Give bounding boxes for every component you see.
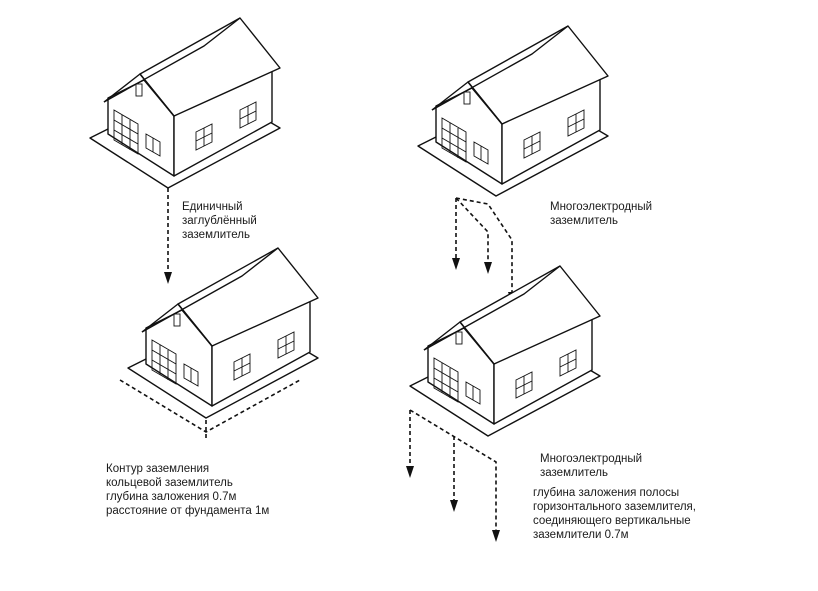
house-ring [127, 247, 319, 419]
electrode-single [164, 188, 172, 284]
label-line: заземлитель [550, 215, 618, 227]
house-multi-strip [409, 265, 601, 437]
label-ring: Контур заземления кольцевой заземлитель … [106, 462, 269, 518]
label-multi: Многоэлектродный заземлитель [550, 200, 652, 228]
label-multi-strip: Многоэлектродный заземлитель [540, 452, 642, 480]
ring-contour [119, 379, 301, 440]
note-line: соединяющего вертикальные [533, 515, 691, 527]
label-line: заземлитель [182, 229, 250, 241]
label-line: Единичный [182, 201, 243, 213]
house-single [89, 17, 281, 189]
label-line: Контур заземления [106, 463, 210, 475]
electrodes-multi-strip [406, 409, 500, 542]
label-line: заземлитель [540, 467, 608, 479]
note-multi-strip: глубина заложения полосы горизонтального… [533, 486, 696, 542]
label-line: заглублённый [182, 215, 257, 227]
label-line: Многоэлектродный [540, 453, 643, 465]
note-line: глубина заложения полосы [533, 487, 680, 499]
house-multi [417, 25, 609, 197]
note-line: заземлители 0.7м [533, 529, 629, 541]
label-line: Многоэлектродный [550, 201, 653, 213]
label-line: расстояние от фундамента 1м [106, 505, 270, 517]
label-single: Единичный заглублённый заземлитель [182, 200, 257, 242]
note-line: горизонтального заземлителя, [533, 501, 696, 513]
label-line: глубина заложения 0.7м [106, 491, 237, 503]
label-line: кольцевой заземлитель [106, 477, 233, 489]
electrodes-multi [452, 197, 516, 304]
